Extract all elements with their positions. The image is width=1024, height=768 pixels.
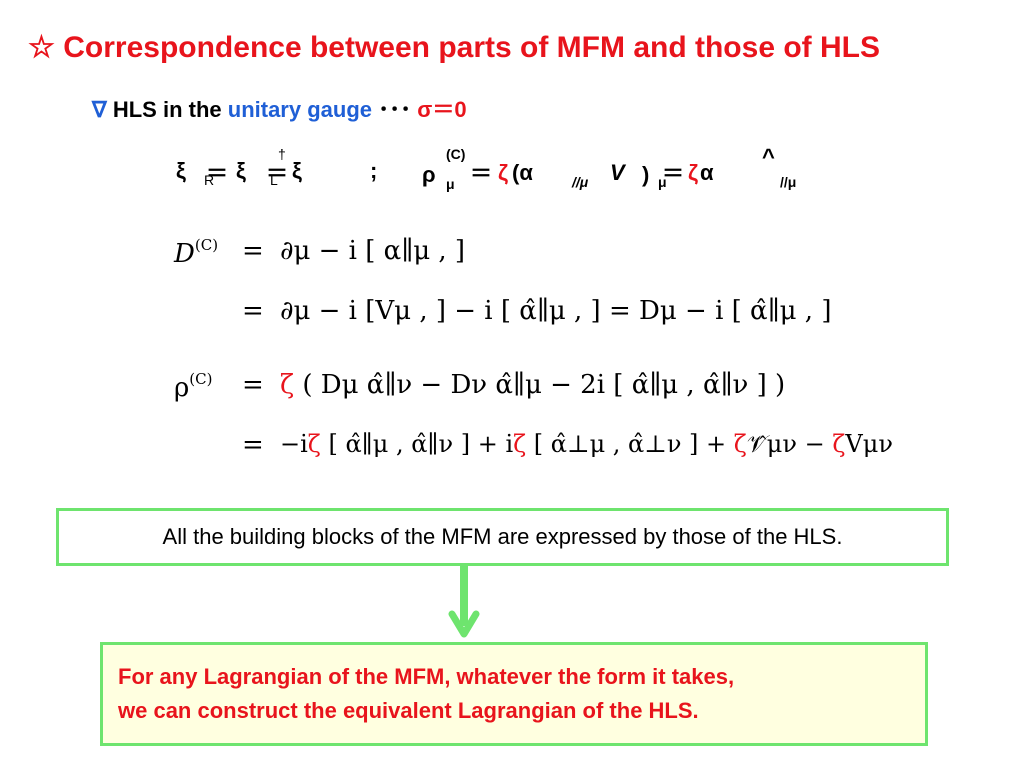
def-sub-R: R <box>204 172 215 188</box>
eq-D-symbol: D <box>174 239 195 269</box>
eq-line2-rhs: ∂μ − i [Vμ , ] − i [ α̂∥μ , ] = Dμ − i [… <box>280 296 832 326</box>
eq-line2-eq: = <box>242 296 264 326</box>
def-V: V <box>610 160 625 185</box>
eq-line1-eq: = <box>242 236 264 266</box>
def-eq-1: ＝ <box>206 161 229 186</box>
def-close: ) <box>642 162 650 187</box>
summary-text: All the building blocks of the MFM are e… <box>162 524 843 549</box>
eq-line1-rhs: ∂μ − i [ α∥μ , ] <box>280 236 466 266</box>
eq-rho-lhs: ρ(C) <box>174 370 212 403</box>
eq-line4-e: Vμν <box>845 430 893 458</box>
def-sub-mu-2: μ <box>658 174 667 190</box>
eq-line4-b: [ α̂∥μ , α̂∥ν ] + i <box>328 430 514 458</box>
eq-line4-a: −i <box>280 430 308 458</box>
eq-line4-zeta2: ζ <box>513 430 527 458</box>
subtitle-prefix: HLS in the <box>112 97 222 122</box>
def-semicolon: ; <box>370 158 378 183</box>
slide-title: ☆ Correspondence between parts of MFM an… <box>28 30 880 65</box>
def-perp-mu: //μ <box>572 174 589 190</box>
def-xi-2: ξ <box>236 158 246 183</box>
conclusion-line-2: we can construct the equivalent Lagrangi… <box>118 698 699 723</box>
def-eq-3: ＝ <box>470 161 493 186</box>
arrow-head-icon <box>448 610 480 638</box>
eq-line3-rhs: ( Dμ α̂∥ν − Dν α̂∥μ − 2i [ α̂∥μ , α̂∥ν ]… <box>302 370 786 400</box>
eq-line4: −iζ [ α̂∥μ , α̂∥ν ] + iζ [ α̂⊥μ , α̂⊥ν ]… <box>280 430 893 458</box>
def-alpha: α <box>700 160 714 185</box>
down-arrow-icon <box>460 566 468 626</box>
eq-line3: ζ ( Dμ α̂∥ν − Dν α̂∥μ − 2i [ α̂∥μ , α̂∥ν… <box>280 370 785 400</box>
subtitle-gauge: unitary gauge <box>227 97 372 122</box>
eq-line3-zeta: ζ <box>280 370 295 400</box>
def-xi-3: ξ <box>292 158 302 183</box>
eq-line4-zeta3: ζ <box>733 430 747 458</box>
nabla-icon: ∇ <box>92 97 107 122</box>
subtitle: ∇ HLS in the unitary gauge ･･･ σ＝0 <box>92 92 467 124</box>
eq-line4-c: [ α̂⊥μ , α̂⊥ν ] + <box>533 430 727 458</box>
eq-D-sup: (C) <box>194 236 219 254</box>
def-open-alpha: (α <box>512 160 533 185</box>
def-zeta-1: ζ <box>498 160 509 185</box>
def-eq-2: ＝ <box>266 161 289 186</box>
conclusion-line-1: For any Lagrangian of the MFM, whatever … <box>118 664 735 689</box>
def-xi-1: ξ <box>176 158 186 183</box>
title-text: Correspondence between parts of MFM and … <box>63 31 880 64</box>
def-eq-4: ＝ <box>662 161 685 186</box>
eq-line3-eq: = <box>242 370 264 400</box>
def-zeta-2: ζ <box>688 160 699 185</box>
eq-rho-symbol: ρ <box>174 373 190 403</box>
def-par-mu: //μ <box>780 174 797 190</box>
eq-line4-zeta4: ζ <box>832 430 846 458</box>
eq-D-lhs: D(C) <box>174 236 218 269</box>
def-hat: ^ <box>762 144 775 169</box>
def-sup-C: (C) <box>446 146 466 162</box>
eq-line4-eq: = <box>242 430 264 460</box>
def-sub-mu: μ <box>446 176 455 192</box>
def-rho: ρ <box>422 162 436 187</box>
subtitle-dots: ･･･ <box>378 97 412 122</box>
def-dagger: † <box>278 146 286 162</box>
star-icon: ☆ <box>28 31 55 64</box>
eq-rho-sup: (C) <box>189 370 213 388</box>
eq-line4-d: 𝒱̂μν − <box>746 430 825 458</box>
eq-line4-zeta1: ζ <box>307 430 321 458</box>
subtitle-condition: σ＝0 <box>417 97 467 122</box>
def-sub-L: L <box>270 172 278 188</box>
conclusion-box: For any Lagrangian of the MFM, whatever … <box>100 642 928 746</box>
summary-box: All the building blocks of the MFM are e… <box>56 508 949 566</box>
